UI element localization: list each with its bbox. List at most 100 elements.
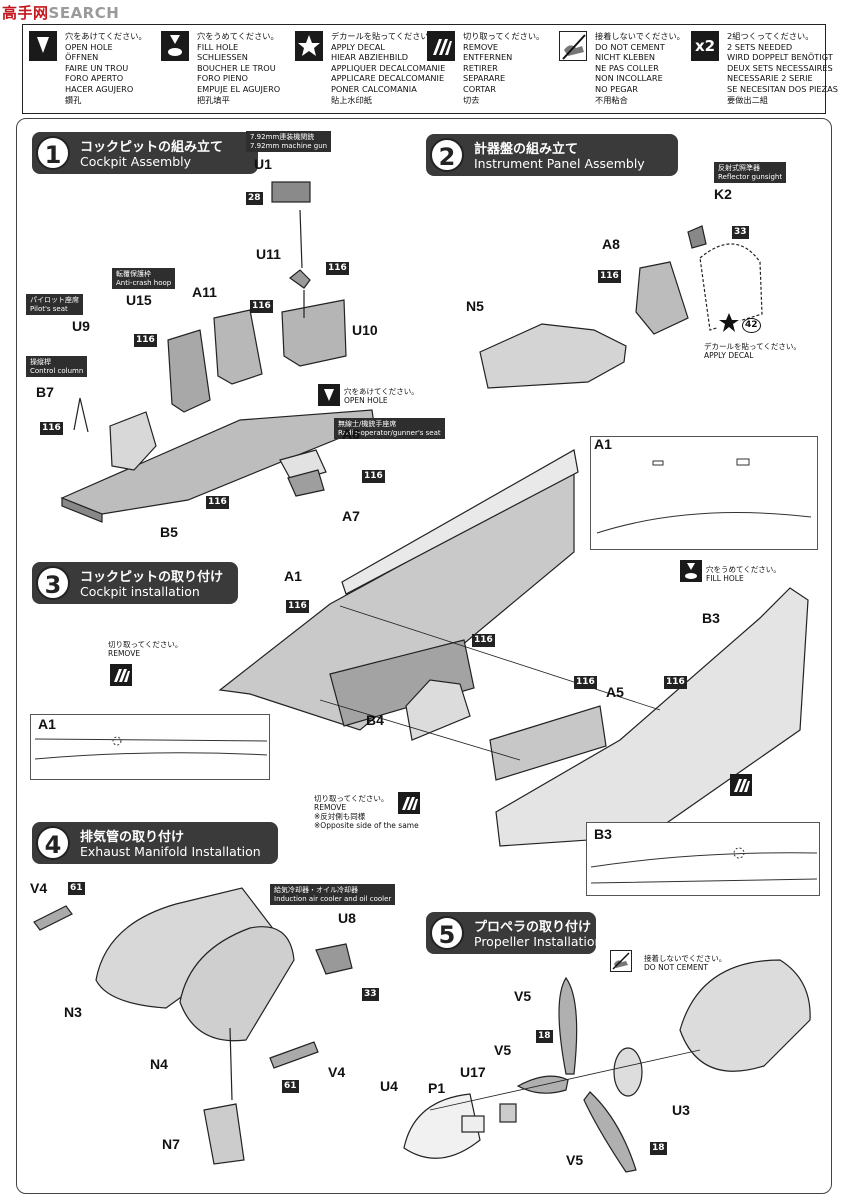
step-number: 3	[36, 566, 70, 600]
part-label: A1	[38, 716, 56, 732]
paint-number: 116	[326, 262, 349, 275]
paint-number: 18	[536, 1030, 553, 1043]
caption-control-column: 操縦桿 Control column	[26, 356, 88, 377]
legend-text: 切り取ってください。 REMOVE ENTFERNEN RETIRER SEPA…	[463, 31, 545, 105]
paint-number: 61	[282, 1080, 299, 1093]
paint-number: 116	[362, 470, 385, 483]
step-title-ja: コックピットの組み立て	[80, 140, 224, 155]
paint-number: 116	[574, 676, 597, 689]
x2-mark: x2	[694, 37, 716, 55]
legend-text: 接着しないでください。 DO NOT CEMENT NICHT KLEBEN N…	[595, 31, 685, 105]
remove-icon	[398, 792, 420, 814]
part-label: B5	[160, 524, 178, 540]
step-title-en: Cockpit Assembly	[80, 154, 192, 169]
remove-icon	[730, 774, 752, 796]
paint-number: 116	[40, 422, 63, 435]
part-label: V5	[514, 988, 532, 1004]
part-label: A1	[284, 568, 302, 584]
decal-icon	[295, 31, 323, 61]
part-label: A11	[192, 284, 217, 300]
no-cement-icon	[559, 31, 587, 61]
watermark: 高手网SEARCH	[2, 2, 119, 23]
part-label: A7	[342, 508, 360, 524]
inset-a1-top	[590, 436, 818, 550]
step-number: 2	[430, 138, 464, 172]
caption-fill-hole: 穴をうめてください。 FILL HOLE	[706, 565, 781, 583]
legend-text: 2組つくってください。 2 SETS NEEDED WIRD DOPPELT B…	[727, 31, 838, 105]
paint-number: 18	[650, 1142, 667, 1155]
part-label: B4	[366, 712, 384, 728]
open-hole-icon	[318, 384, 340, 406]
instruction-area	[16, 118, 832, 1194]
fill-hole-icon	[161, 31, 189, 61]
paint-number: 116	[250, 300, 273, 313]
part-label: N4	[150, 1056, 168, 1072]
part-label: B3	[594, 826, 612, 842]
paint-number: 116	[134, 334, 157, 347]
caption-radio-seat: 無線士/機銃手座席 Radio-operator/gunner's seat	[334, 418, 445, 439]
part-label: U4	[380, 1078, 398, 1094]
paint-number: 61	[68, 882, 85, 895]
remove-icon	[110, 664, 132, 686]
part-label: U1	[254, 156, 272, 172]
x2-icon: x2	[691, 31, 719, 61]
part-label: A6	[342, 426, 360, 442]
open-hole-icon	[29, 31, 57, 61]
caption-cooler: 給気冷却器・オイル冷却器 Induction air cooler and oi…	[270, 884, 396, 905]
watermark-cn: 高手网	[2, 4, 49, 22]
part-label: U3	[672, 1102, 690, 1118]
step-title-en: Cockpit installation	[80, 584, 200, 599]
legend-text: 穴をうめてください。 FILL HOLE SCHLIESSEN BOUCHER …	[197, 31, 281, 105]
part-label: A8	[602, 236, 620, 252]
part-label: K2	[714, 186, 732, 202]
symbol-legend: 穴をあけてください。 OPEN HOLE ÖFFNEN FAIRE UN TRO…	[22, 24, 838, 114]
decal-icon	[718, 312, 740, 334]
fill-hole-icon	[680, 560, 702, 582]
part-label: A5	[606, 684, 624, 700]
part-label: A1	[594, 436, 612, 452]
part-label: B3	[702, 610, 720, 626]
part-label: U11	[256, 246, 281, 262]
caption-open-hole: 穴をあけてください。 OPEN HOLE	[344, 387, 419, 405]
inset-b3	[586, 822, 820, 896]
part-label: U17	[460, 1064, 486, 1080]
step-number: 4	[36, 826, 70, 860]
step-title-ja: 排気管の取り付け	[80, 830, 185, 845]
paint-number: 116	[598, 270, 621, 283]
part-label: N7	[162, 1136, 180, 1152]
legend-text: 穴をあけてください。 OPEN HOLE ÖFFNEN FAIRE UN TRO…	[65, 31, 147, 105]
part-label: U10	[352, 322, 378, 338]
decal-number: 42	[742, 318, 761, 333]
step-title-ja: プロペラの取り付け	[474, 920, 592, 935]
caption-reflector: 反射式照準器 Reflector gunsight	[714, 162, 787, 183]
paint-number: 28	[246, 192, 263, 205]
part-label: V5	[566, 1152, 584, 1168]
step-title-en: Exhaust Manifold Installation	[80, 844, 261, 859]
part-label: N5	[466, 298, 484, 314]
paint-number: 33	[732, 226, 749, 239]
paint-number: 33	[362, 988, 379, 1001]
no-cement-icon	[610, 950, 632, 972]
part-label: V4	[30, 880, 48, 896]
paint-number: 116	[664, 676, 687, 689]
step-title-en: Propeller Installation	[474, 934, 603, 949]
remove-icon	[427, 31, 455, 61]
step-title-ja: 計器盤の組み立て	[474, 142, 579, 157]
paint-number: 116	[206, 496, 229, 509]
part-label: N3	[64, 1004, 82, 1020]
paint-number: 116	[286, 600, 309, 613]
part-label: U9	[72, 318, 90, 334]
legend-text: デカールを貼ってください。 APPLY DECAL HIEAR ABZIEHBI…	[331, 31, 446, 105]
caption-no-cement: 接着しないでください。 DO NOT CEMENT	[644, 954, 727, 972]
part-label: U8	[338, 910, 356, 926]
part-label: U15	[126, 292, 152, 308]
caption-apply-decal: デカールを貼ってください。 APPLY DECAL	[704, 342, 801, 360]
step-number: 5	[430, 916, 464, 950]
part-label: V5	[494, 1042, 512, 1058]
caption-remove: 切り取ってください。 REMOVE	[108, 640, 183, 658]
